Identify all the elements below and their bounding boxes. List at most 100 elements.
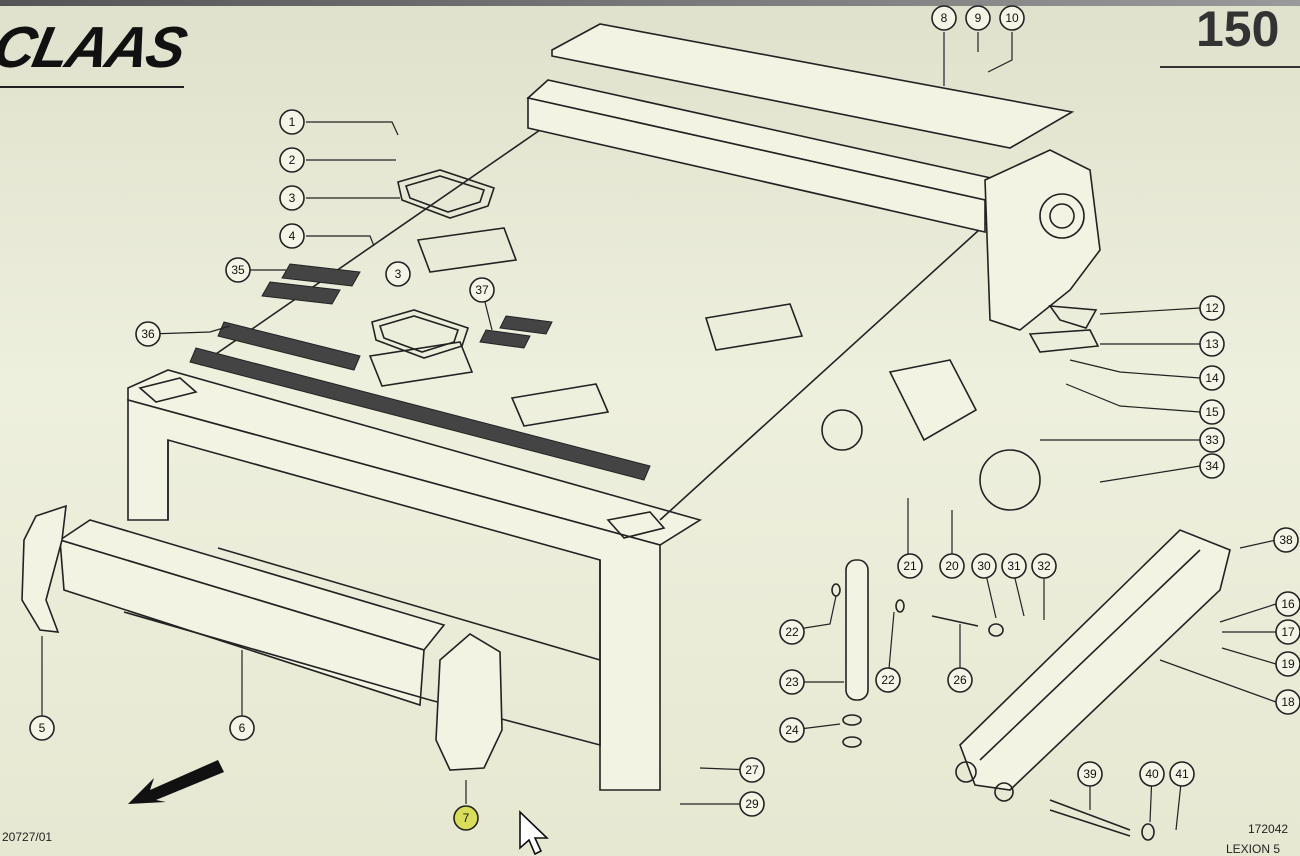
- callout-13[interactable]: 13: [1199, 331, 1225, 357]
- direction-arrow-icon: [128, 760, 224, 804]
- svg-text:3: 3: [289, 191, 296, 205]
- callout-leaders: [41, 32, 1277, 831]
- mouse-cursor-icon: [519, 810, 549, 856]
- callout-12[interactable]: 12: [1199, 295, 1225, 321]
- callout-31[interactable]: 31: [1001, 553, 1027, 579]
- gasket-seals: [371, 169, 496, 359]
- svg-text:1: 1: [289, 115, 296, 129]
- svg-text:20: 20: [945, 559, 959, 573]
- svg-text:38: 38: [1279, 533, 1293, 547]
- callout-36[interactable]: 36: [135, 321, 161, 347]
- left-bracket-part: [21, 504, 67, 633]
- top-cover-plate: [199, 129, 991, 521]
- side-arm-part: [955, 529, 1231, 802]
- svg-text:16: 16: [1281, 597, 1295, 611]
- callout-21[interactable]: 21: [897, 553, 923, 579]
- svg-text:10: 10: [1005, 11, 1019, 25]
- header-divider-right: [1160, 66, 1300, 68]
- callout-16[interactable]: 16: [1275, 591, 1300, 617]
- callout-9[interactable]: 9: [965, 5, 991, 31]
- front-cross-member: [58, 519, 446, 707]
- svg-text:14: 14: [1205, 371, 1219, 385]
- svg-text:17: 17: [1281, 625, 1295, 639]
- svg-text:3: 3: [395, 267, 402, 281]
- callout-3-upper[interactable]: 3: [279, 185, 305, 211]
- svg-text:13: 13: [1205, 337, 1219, 351]
- drawing-code-right: 172042: [1248, 822, 1289, 836]
- callout-15[interactable]: 15: [1199, 399, 1225, 425]
- callout-32[interactable]: 32: [1031, 553, 1057, 579]
- callout-5[interactable]: 5: [29, 715, 55, 741]
- callout-33[interactable]: 33: [1199, 427, 1225, 453]
- callout-3-lower[interactable]: 3: [385, 261, 411, 287]
- svg-text:18: 18: [1281, 695, 1295, 709]
- callout-20[interactable]: 20: [939, 553, 965, 579]
- svg-text:31: 31: [1007, 559, 1021, 573]
- callout-1[interactable]: 1: [279, 109, 305, 135]
- callout-29[interactable]: 29: [739, 791, 765, 817]
- svg-text:19: 19: [1281, 657, 1295, 671]
- svg-text:7: 7: [463, 811, 470, 825]
- callout-14[interactable]: 14: [1199, 365, 1225, 391]
- callout-26[interactable]: 26: [947, 667, 973, 693]
- svg-text:5: 5: [39, 721, 46, 735]
- svg-text:24: 24: [785, 723, 799, 737]
- callout-34[interactable]: 34: [1199, 453, 1225, 479]
- callout-2[interactable]: 2: [279, 147, 305, 173]
- callout-8[interactable]: 8: [931, 5, 957, 31]
- upper-beam-part: [526, 23, 1101, 331]
- callout-10[interactable]: 10: [999, 5, 1025, 31]
- sealing-strips: [189, 263, 651, 481]
- hardware-items: [821, 305, 1155, 841]
- window-top-edge: [0, 0, 1300, 6]
- svg-text:40: 40: [1145, 767, 1159, 781]
- callout-37[interactable]: 37: [469, 277, 495, 303]
- callout-40[interactable]: 40: [1139, 761, 1165, 787]
- svg-text:37: 37: [475, 283, 489, 297]
- callout-23[interactable]: 23: [779, 669, 805, 695]
- svg-text:12: 12: [1205, 301, 1219, 315]
- svg-text:21: 21: [903, 559, 917, 573]
- header-divider-left: [0, 86, 184, 88]
- svg-text:2: 2: [289, 153, 296, 167]
- callout-41[interactable]: 41: [1169, 761, 1195, 787]
- svg-text:36: 36: [141, 327, 155, 341]
- callout-22-left[interactable]: 22: [779, 619, 805, 645]
- callout-35[interactable]: 35: [225, 257, 251, 283]
- svg-text:35: 35: [231, 263, 245, 277]
- svg-text:23: 23: [785, 675, 799, 689]
- callout-22-right[interactable]: 22: [875, 667, 901, 693]
- callout-30[interactable]: 30: [971, 553, 997, 579]
- main-frame-part: [127, 369, 702, 791]
- svg-text:27: 27: [745, 763, 759, 777]
- svg-text:41: 41: [1175, 767, 1189, 781]
- callout-4[interactable]: 4: [279, 223, 305, 249]
- svg-text:9: 9: [975, 11, 982, 25]
- callout-27[interactable]: 27: [739, 757, 765, 783]
- svg-text:26: 26: [953, 673, 967, 687]
- callout-24[interactable]: 24: [779, 717, 805, 743]
- callout-38[interactable]: 38: [1273, 527, 1299, 553]
- svg-text:34: 34: [1205, 459, 1219, 473]
- drawing-code-left: 20727/01: [2, 830, 53, 844]
- svg-text:6: 6: [239, 721, 246, 735]
- svg-text:30: 30: [977, 559, 991, 573]
- svg-text:22: 22: [785, 625, 799, 639]
- svg-text:32: 32: [1037, 559, 1051, 573]
- callout-19[interactable]: 19: [1275, 651, 1300, 677]
- callout-7-selected[interactable]: 7: [453, 805, 479, 831]
- callout-6[interactable]: 6: [229, 715, 255, 741]
- callout-18[interactable]: 18: [1275, 689, 1300, 715]
- svg-text:4: 4: [289, 229, 296, 243]
- svg-text:33: 33: [1205, 433, 1219, 447]
- svg-text:15: 15: [1205, 405, 1219, 419]
- callout-17[interactable]: 17: [1275, 619, 1300, 645]
- callout-39[interactable]: 39: [1077, 761, 1103, 787]
- svg-text:29: 29: [745, 797, 759, 811]
- svg-text:39: 39: [1083, 767, 1097, 781]
- page-number: 150: [1196, 1, 1280, 57]
- right-bracket-part: [435, 633, 503, 771]
- model-name: LEXION 5: [1226, 842, 1281, 856]
- svg-text:22: 22: [881, 673, 895, 687]
